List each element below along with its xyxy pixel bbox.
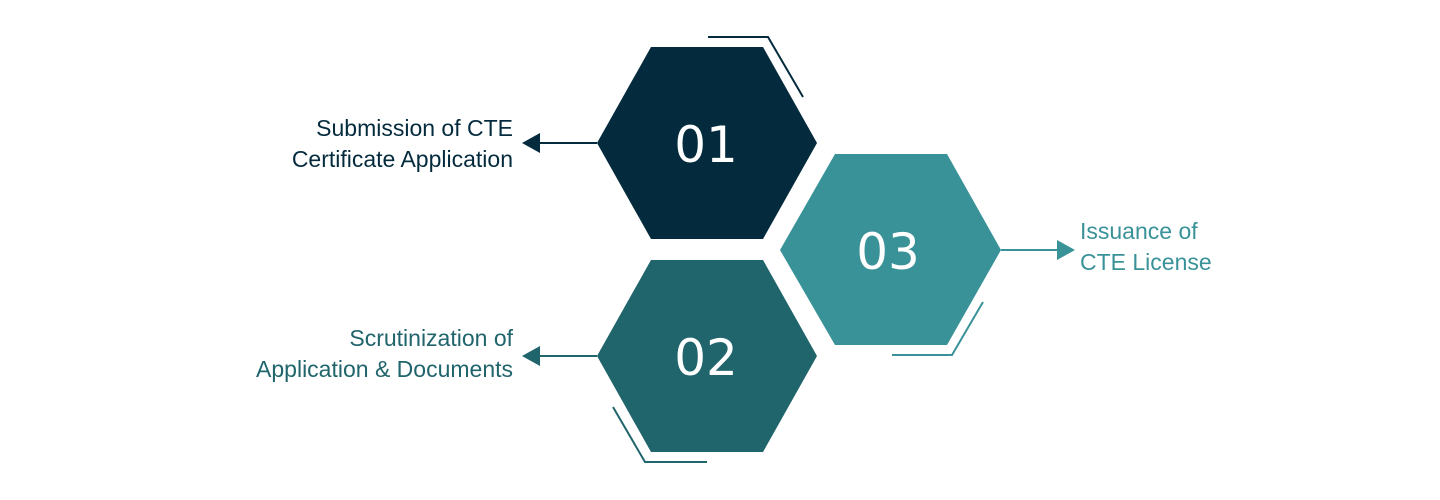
decor-line-03 [892,301,984,356]
step-label-01-line1: Submission of CTE [316,115,513,141]
step-label-01: Submission of CTE Certificate Applicatio… [292,113,513,175]
step-label-02-line2: Application & Documents [256,356,513,382]
decor-line-01 [708,36,804,98]
step-label-03-line1: Issuance of [1080,218,1198,244]
arrow-02 [522,346,597,366]
step-label-03-line2: CTE License [1080,249,1212,275]
step-label-02-line1: Scrutinization of [349,325,513,351]
arrow-03 [1001,240,1075,260]
arrow-01 [522,133,597,153]
hexagon-step-02 [597,260,817,452]
step-label-03: Issuance of CTE License [1080,216,1212,278]
decor-line-02 [612,406,707,463]
hexagon-step-01 [597,47,817,239]
step-number-01: 01 [674,116,738,174]
step-label-01-line2: Certificate Application [291,146,513,172]
step-number-02: 02 [674,329,738,387]
hexagon-step-03 [780,154,1001,345]
step-label-02: Scrutinization of Application & Document… [256,323,513,385]
step-number-03: 03 [856,223,920,281]
